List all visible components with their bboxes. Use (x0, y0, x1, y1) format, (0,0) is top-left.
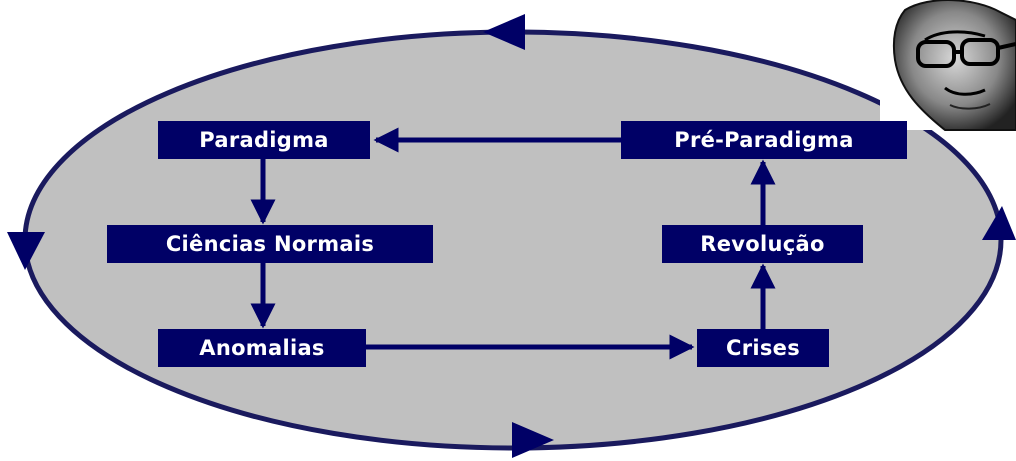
ellipse-arrow-top-icon (483, 14, 525, 50)
node-crises: Crises (697, 329, 829, 367)
ellipse-arrow-left-icon (7, 232, 45, 270)
ellipse-arrow-right-icon (982, 206, 1016, 240)
node-ciencias-normais: Ciências Normais (107, 225, 433, 263)
node-anomalias: Anomalias (158, 329, 366, 367)
portrait-photo-icon (880, 0, 1016, 131)
node-paradigma: Paradigma (158, 121, 370, 159)
node-revolucao: Revolução (662, 225, 863, 263)
ellipse-arrow-bottom-icon (512, 422, 554, 458)
node-pre-paradigma: Pré-Paradigma (621, 121, 907, 159)
